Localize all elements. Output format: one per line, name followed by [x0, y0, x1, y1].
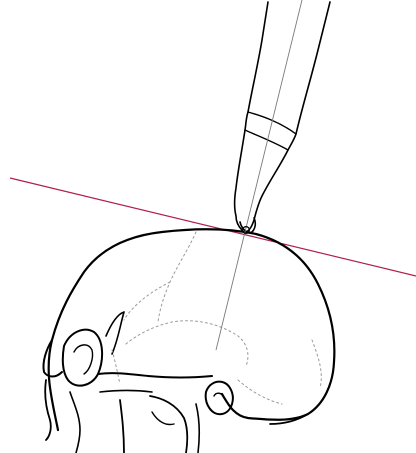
- zygomatic-arch: [98, 373, 212, 377]
- zygomatic-arch-lower: [100, 391, 152, 393]
- styloid-line: [196, 404, 199, 453]
- needle-guide: [235, 2, 331, 233]
- mastoid-process: [206, 382, 233, 415]
- lambdoid-suture: [312, 340, 321, 388]
- skull-lateral-view: [43, 229, 334, 453]
- maxilla-line: [70, 392, 80, 453]
- needle-guide-neck: [245, 130, 288, 150]
- orbit: [63, 330, 102, 386]
- orbit-inner: [74, 345, 93, 374]
- cheek-contour: [106, 312, 124, 354]
- needle-guide-right-edge: [246, 2, 330, 232]
- coronal-suture: [158, 232, 196, 322]
- brow-ridge: [43, 340, 62, 377]
- tangent-line: [10, 178, 416, 276]
- condyle-curve: [152, 412, 174, 425]
- squamosal-suture: [126, 321, 248, 366]
- sphenoid-suture: [112, 350, 120, 384]
- mandible-ramus: [120, 400, 124, 453]
- cranial-sutures: [112, 232, 321, 404]
- temporal-suture: [238, 380, 282, 404]
- cranium-outline: [49, 229, 335, 430]
